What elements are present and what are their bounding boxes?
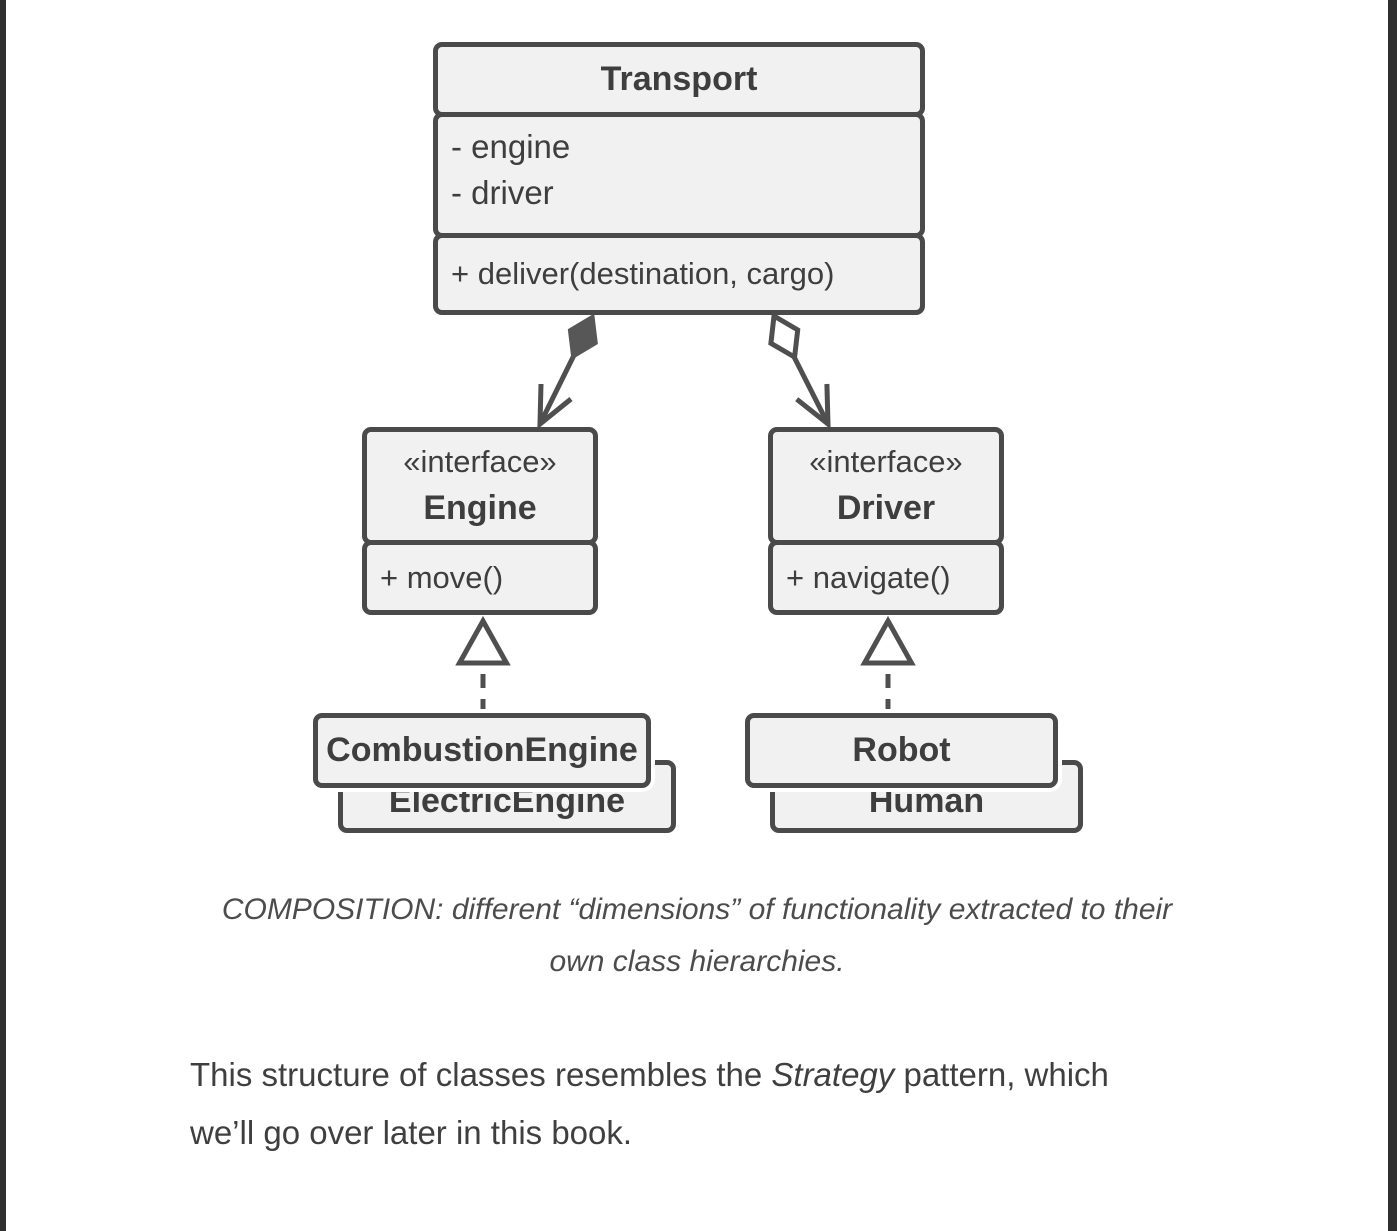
class-transport-title: Transport [433,42,925,117]
class-transport-fields: - engine - driver [433,112,925,238]
right-edge-bar [1388,0,1397,1231]
class-card-robot: Robot [745,713,1058,788]
realization-edge-engine [455,615,511,713]
interface-engine-name: Engine [423,489,537,527]
arrowhead-icon [795,383,831,430]
arrowhead-icon [537,383,573,430]
aggregation-diamond-icon [768,311,801,362]
paragraph-line1-before: This structure of classes resembles the [190,1056,772,1093]
composition-diamond-icon [567,313,598,360]
strategy-emphasis: Strategy [771,1056,895,1093]
paragraph: This structure of classes resembles the … [190,1046,1109,1162]
interface-engine-header: «interface» Engine [362,427,598,545]
paragraph-line1: This structure of classes resembles the … [190,1046,1109,1104]
field-driver: - driver [451,174,554,211]
class-transport: Transport - engine - driver + deliver(de… [433,42,925,315]
caption-line2: own class hierarchies. [549,945,845,978]
method-navigate: + navigate() [786,559,951,595]
composition-edge [537,313,598,430]
interface-driver-header: «interface» Driver [768,427,1004,545]
method-deliver: + deliver(destination, cargo) [451,256,835,291]
interface-driver-methods: + navigate() [768,540,1004,615]
class-card-combustion-engine: CombustionEngine [313,713,651,788]
realization-edge-driver [860,615,916,713]
interface-driver-name: Driver [836,489,936,527]
aggregation-edge [768,311,831,430]
caption-line1: COMPOSITION: different “dimensions” of f… [221,893,1173,926]
interface-stereotype: «interface» [809,444,963,479]
paragraph-line1-after: pattern, which [894,1056,1109,1093]
paragraph-line2: we’ll go over later in this book. [190,1114,633,1151]
figure-caption: COMPOSITION: different “dimensions” of f… [6,884,1388,988]
realization-triangle-icon [455,615,511,666]
left-edge-bar [0,0,6,1231]
method-move: + move() [380,559,504,595]
realization-triangle-icon [860,615,916,666]
interface-stereotype: «interface» [403,444,557,479]
interface-engine-methods: + move() [362,540,598,615]
interface-engine: «interface» Engine + move() [362,427,598,615]
uml-class-diagram: Transport - engine - driver + deliver(de… [313,42,1083,833]
class-transport-methods: + deliver(destination, cargo) [433,233,925,315]
field-engine: - engine [451,128,571,165]
interface-driver: «interface» Driver + navigate() [768,427,1004,615]
connector-arrows [455,311,916,713]
